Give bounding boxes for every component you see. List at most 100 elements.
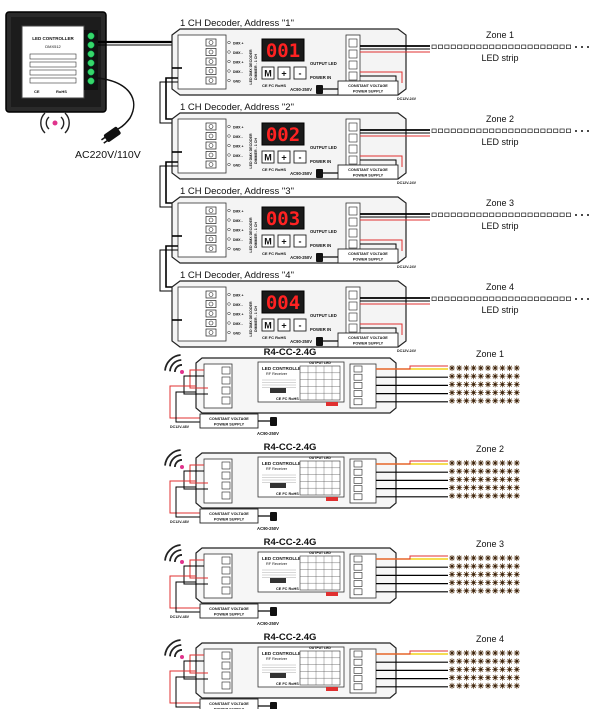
led-chip	[463, 212, 469, 217]
led-bead	[486, 573, 490, 576]
led-bead	[493, 676, 497, 679]
decoder-input-terminal	[177, 34, 227, 90]
led-bead	[501, 374, 504, 378]
rf-signal-icon	[164, 544, 184, 564]
led-bead	[457, 391, 461, 394]
led-chip	[508, 296, 514, 301]
terminal-hole	[227, 292, 231, 297]
led-bead	[465, 469, 468, 473]
input-wire-red	[189, 369, 208, 389]
receiver-output-label: OUTPUT LED	[309, 646, 331, 650]
led-bead	[457, 651, 461, 655]
receiver-button	[270, 578, 286, 583]
dc-voltage-label: DC12V-24V	[397, 265, 417, 269]
terminal-screw	[205, 160, 217, 169]
receiver-cert-marks: CE FC RoHS	[276, 587, 299, 591]
output-led-label: OUTPUT LED	[310, 145, 337, 150]
led-strip	[431, 128, 589, 133]
screw-head	[208, 40, 214, 45]
input-wire-black	[183, 660, 208, 680]
led-chip	[482, 296, 488, 301]
dc-wire-red	[169, 480, 200, 514]
led-bead	[457, 383, 461, 386]
decoder-button-frame	[277, 66, 291, 80]
decoder-cert-marks: CE FC RoHS	[262, 251, 286, 256]
led-bead	[508, 494, 511, 498]
decoder-button-mode: M	[264, 69, 272, 79]
led-bead	[515, 494, 519, 498]
panel-key	[29, 53, 77, 60]
rf-arc	[174, 459, 183, 468]
dmx-terminal-label: DMX +	[233, 313, 243, 317]
terminal-screw	[348, 206, 358, 216]
screw-head	[208, 133, 214, 139]
led-bead	[515, 399, 519, 403]
led-matrix	[449, 650, 520, 689]
receiver-button	[270, 388, 286, 393]
led-matrix	[449, 555, 520, 594]
screw-head	[208, 143, 214, 148]
power-supply-text: POWER SUPPLY	[353, 258, 384, 262]
led-bead	[501, 383, 504, 386]
led-bead	[501, 391, 504, 394]
led-chip	[521, 212, 527, 217]
led-chip	[521, 128, 527, 133]
terminal-screw	[221, 566, 231, 575]
terminal-screw	[353, 373, 363, 381]
led-bead	[515, 573, 519, 576]
receiver-button	[270, 673, 286, 678]
plug-pin	[103, 139, 109, 144]
output-grid	[299, 365, 341, 401]
output-grid	[299, 650, 341, 686]
led-bead	[486, 469, 490, 473]
dmx-terminal-label: DMX -	[233, 51, 243, 55]
led-chip	[566, 212, 571, 217]
terminal-screw	[353, 477, 363, 484]
led-chip	[534, 212, 539, 217]
terminal-hole	[227, 237, 231, 241]
terminal-screw	[205, 244, 217, 253]
zone-label: Zone 2	[486, 114, 514, 124]
led-chip	[514, 128, 520, 133]
led-bead	[501, 399, 504, 403]
led-chip	[559, 212, 565, 217]
screw-head	[208, 311, 214, 316]
dc-voltage-label: DC12V-48V	[170, 520, 190, 524]
terminal-screw	[221, 661, 231, 670]
led-bead	[486, 494, 490, 498]
screw-head	[208, 227, 214, 232]
led-chip	[438, 296, 443, 301]
terminal-screw	[353, 650, 363, 658]
led-bead	[493, 469, 497, 473]
led-bead	[450, 494, 454, 498]
terminal-screw	[353, 675, 363, 682]
decoder-unit: 1 CH Decoder, Address "2"DMX +DMX -DMX +…	[159, 102, 589, 208]
decoder-input-terminal	[177, 286, 227, 342]
led-bead	[450, 399, 454, 403]
led-bead	[508, 676, 511, 679]
decoder-button-frame	[277, 318, 291, 332]
led-chip	[476, 212, 482, 217]
led-chip	[489, 212, 495, 217]
led-bead	[450, 366, 454, 370]
led-bead	[479, 581, 483, 584]
led-chip	[470, 296, 475, 301]
terminal-hole	[227, 78, 231, 83]
terminal-screw	[205, 151, 217, 159]
terminal-screw	[205, 67, 217, 75]
power-in-label: POWER IN	[310, 159, 331, 164]
decoder-button-minus: -	[299, 153, 302, 163]
ac-plug-icon	[316, 85, 323, 94]
terminal-screw	[205, 76, 217, 85]
terminal-screw	[221, 651, 231, 660]
screw-head	[208, 124, 214, 129]
screw-head	[208, 49, 214, 55]
dmx-terminal-label: GND	[233, 80, 241, 84]
led-bead	[472, 391, 475, 394]
led-bead	[472, 676, 475, 679]
led-bead	[479, 391, 483, 394]
led-bead	[465, 556, 468, 560]
led-bead	[486, 383, 490, 386]
